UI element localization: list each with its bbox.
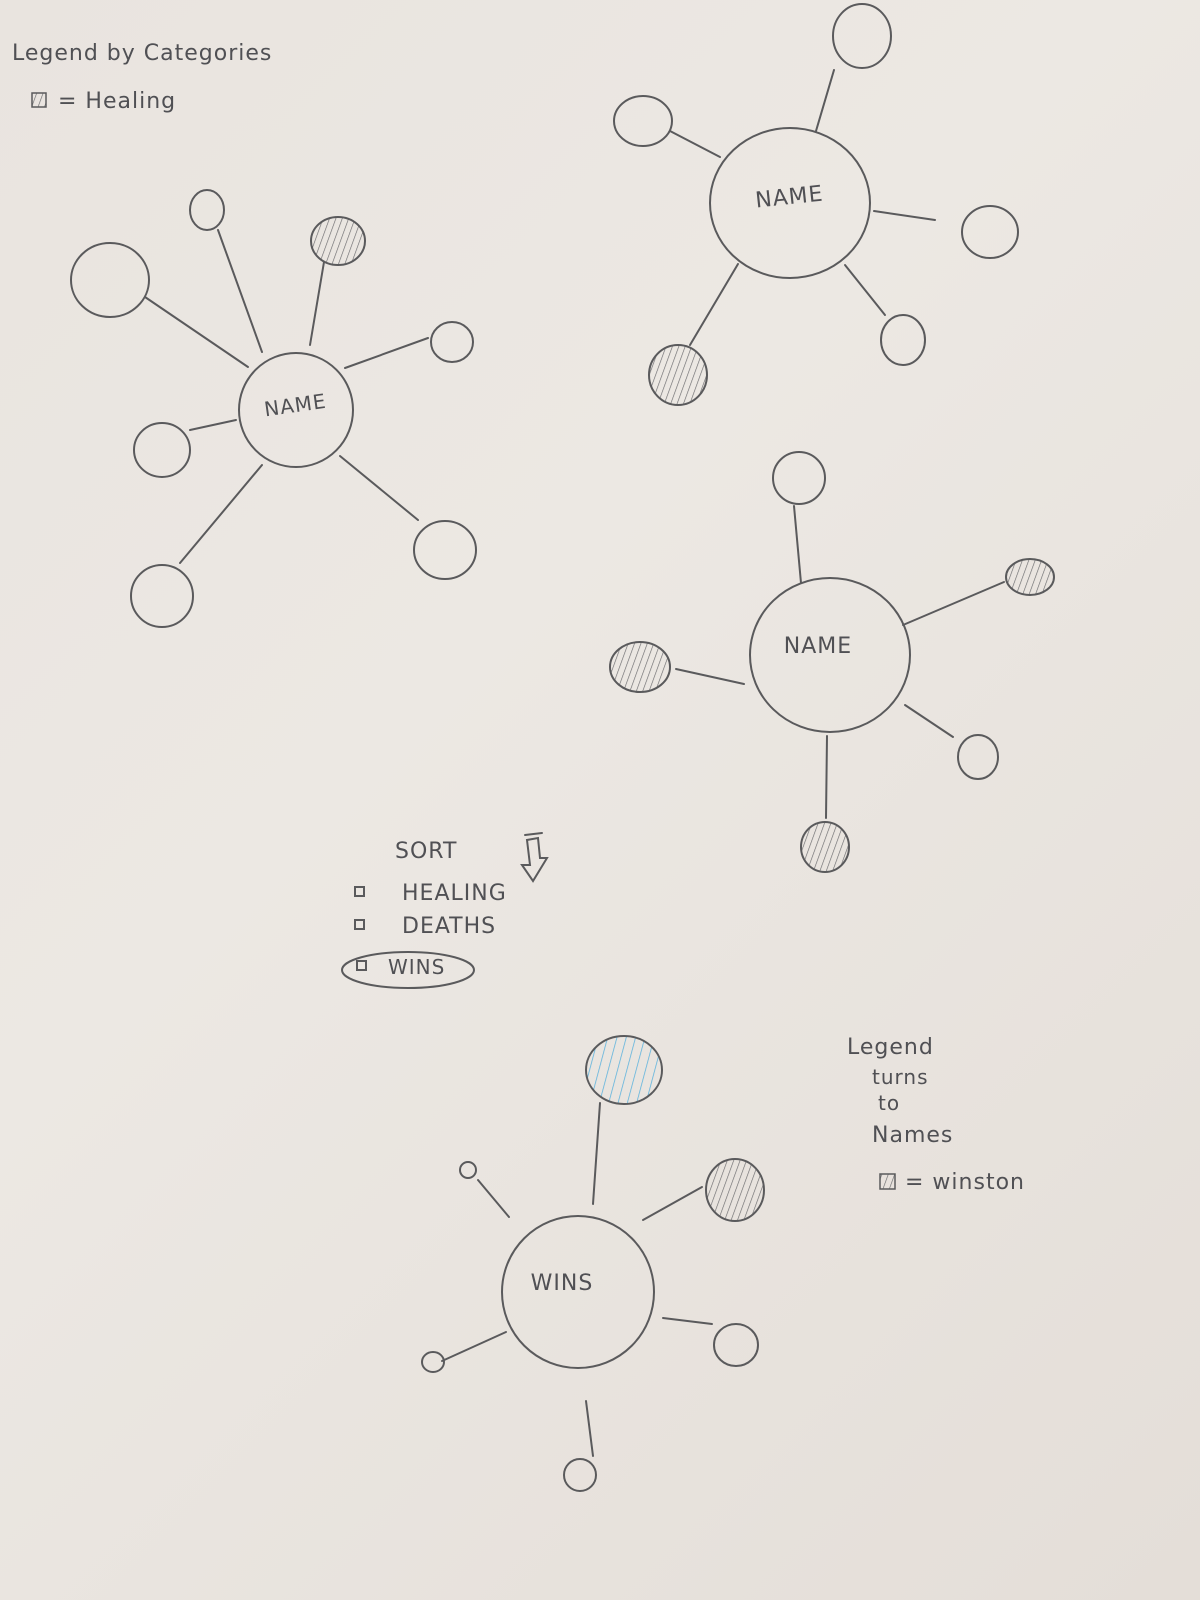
diagram-2-leaf-node	[613, 95, 673, 147]
diagram-1-leaf-node	[130, 564, 194, 628]
node-diagram-1: NAME	[70, 189, 477, 628]
checkbox-icon[interactable]	[354, 919, 365, 930]
diagram-4-leaf-node	[713, 1323, 759, 1367]
diagram-3-leaf-node-hatched	[609, 641, 671, 693]
legend-line: Legend	[847, 1035, 934, 1060]
diagram-1-leaf-node	[413, 520, 477, 580]
diagram-4-leaf-node	[563, 1458, 597, 1492]
diagram-3-spokes	[675, 505, 1005, 819]
diagram-2-leaf-node	[880, 314, 926, 366]
legend-entry: = winston	[905, 1170, 1025, 1195]
sort-option-label: DEATHS	[402, 914, 496, 939]
legend-title: Legend by Categories	[12, 41, 272, 66]
legend-swatch-icon	[31, 92, 47, 108]
diagram-1-leaf-node	[430, 321, 474, 363]
diagram-2-center-label: NAME	[754, 182, 825, 214]
checkbox-icon[interactable]	[354, 886, 365, 897]
legend-line: turns	[872, 1065, 928, 1089]
diagram-2-leaf-node	[961, 205, 1019, 259]
diagram-4-leaf-node-hatched	[705, 1158, 765, 1222]
legend-line: Names	[872, 1123, 953, 1148]
diagram-2-spokes	[669, 69, 936, 346]
diagram-4-spokes	[441, 1102, 713, 1457]
node-diagram-4: WINS	[421, 1035, 765, 1492]
diagram-3-leaf-node-hatched	[1005, 558, 1055, 596]
diagram-4-leaf-node	[459, 1161, 477, 1179]
diagram-1-center-label: NAME	[263, 389, 328, 421]
sort-option-label: HEALING	[402, 881, 507, 906]
diagram-1-center-node	[238, 352, 354, 468]
selected-option-highlight	[341, 951, 475, 989]
diagram-1-leaf-node	[70, 242, 150, 318]
diagram-3-center-label: NAME	[784, 634, 852, 659]
diagram-4-center-node	[501, 1215, 655, 1369]
legend-line: to	[878, 1091, 900, 1115]
legend-swatch-icon	[879, 1173, 896, 1190]
diagram-2-leaf-node	[832, 3, 892, 69]
legend-categories: Legend by Categories = Healing	[12, 41, 272, 114]
diagram-4-leaf-node-highlighted	[585, 1035, 663, 1105]
legend-names: Legend turns to Names = winston	[847, 1035, 1025, 1195]
diagram-3-leaf-node-hatched	[800, 821, 850, 873]
diagram-3-center-node	[749, 577, 911, 733]
node-diagram-2: NAME	[613, 3, 1019, 406]
diagram-4-leaf-node	[421, 1351, 445, 1373]
diagram-1-leaf-node	[189, 189, 225, 231]
checkbox-icon[interactable]	[356, 960, 367, 971]
sort-option-deaths[interactable]: DEATHS	[354, 914, 496, 939]
diagram-4-center-label: WINS	[531, 1271, 594, 1296]
diagram-1-spokes	[144, 229, 429, 564]
sort-control[interactable]: SORT HEALING DEATHS WINS	[341, 832, 549, 989]
sort-option-label: WINS	[388, 955, 445, 979]
diagram-2-leaf-node-hatched	[648, 344, 708, 406]
node-diagram-3: NAME	[609, 451, 1055, 873]
diagram-3-leaf-node	[957, 734, 999, 780]
sort-arrow-icon[interactable]	[520, 832, 549, 883]
diagram-2-center-node	[709, 127, 871, 279]
legend-entry: = Healing	[58, 89, 176, 114]
diagram-3-leaf-node	[772, 451, 826, 505]
sort-option-healing[interactable]: HEALING	[354, 881, 507, 906]
sort-option-wins[interactable]: WINS	[341, 951, 475, 989]
diagram-1-leaf-node	[133, 422, 191, 478]
sort-title: SORT	[395, 839, 457, 864]
diagram-1-leaf-node-hatched	[310, 216, 366, 266]
